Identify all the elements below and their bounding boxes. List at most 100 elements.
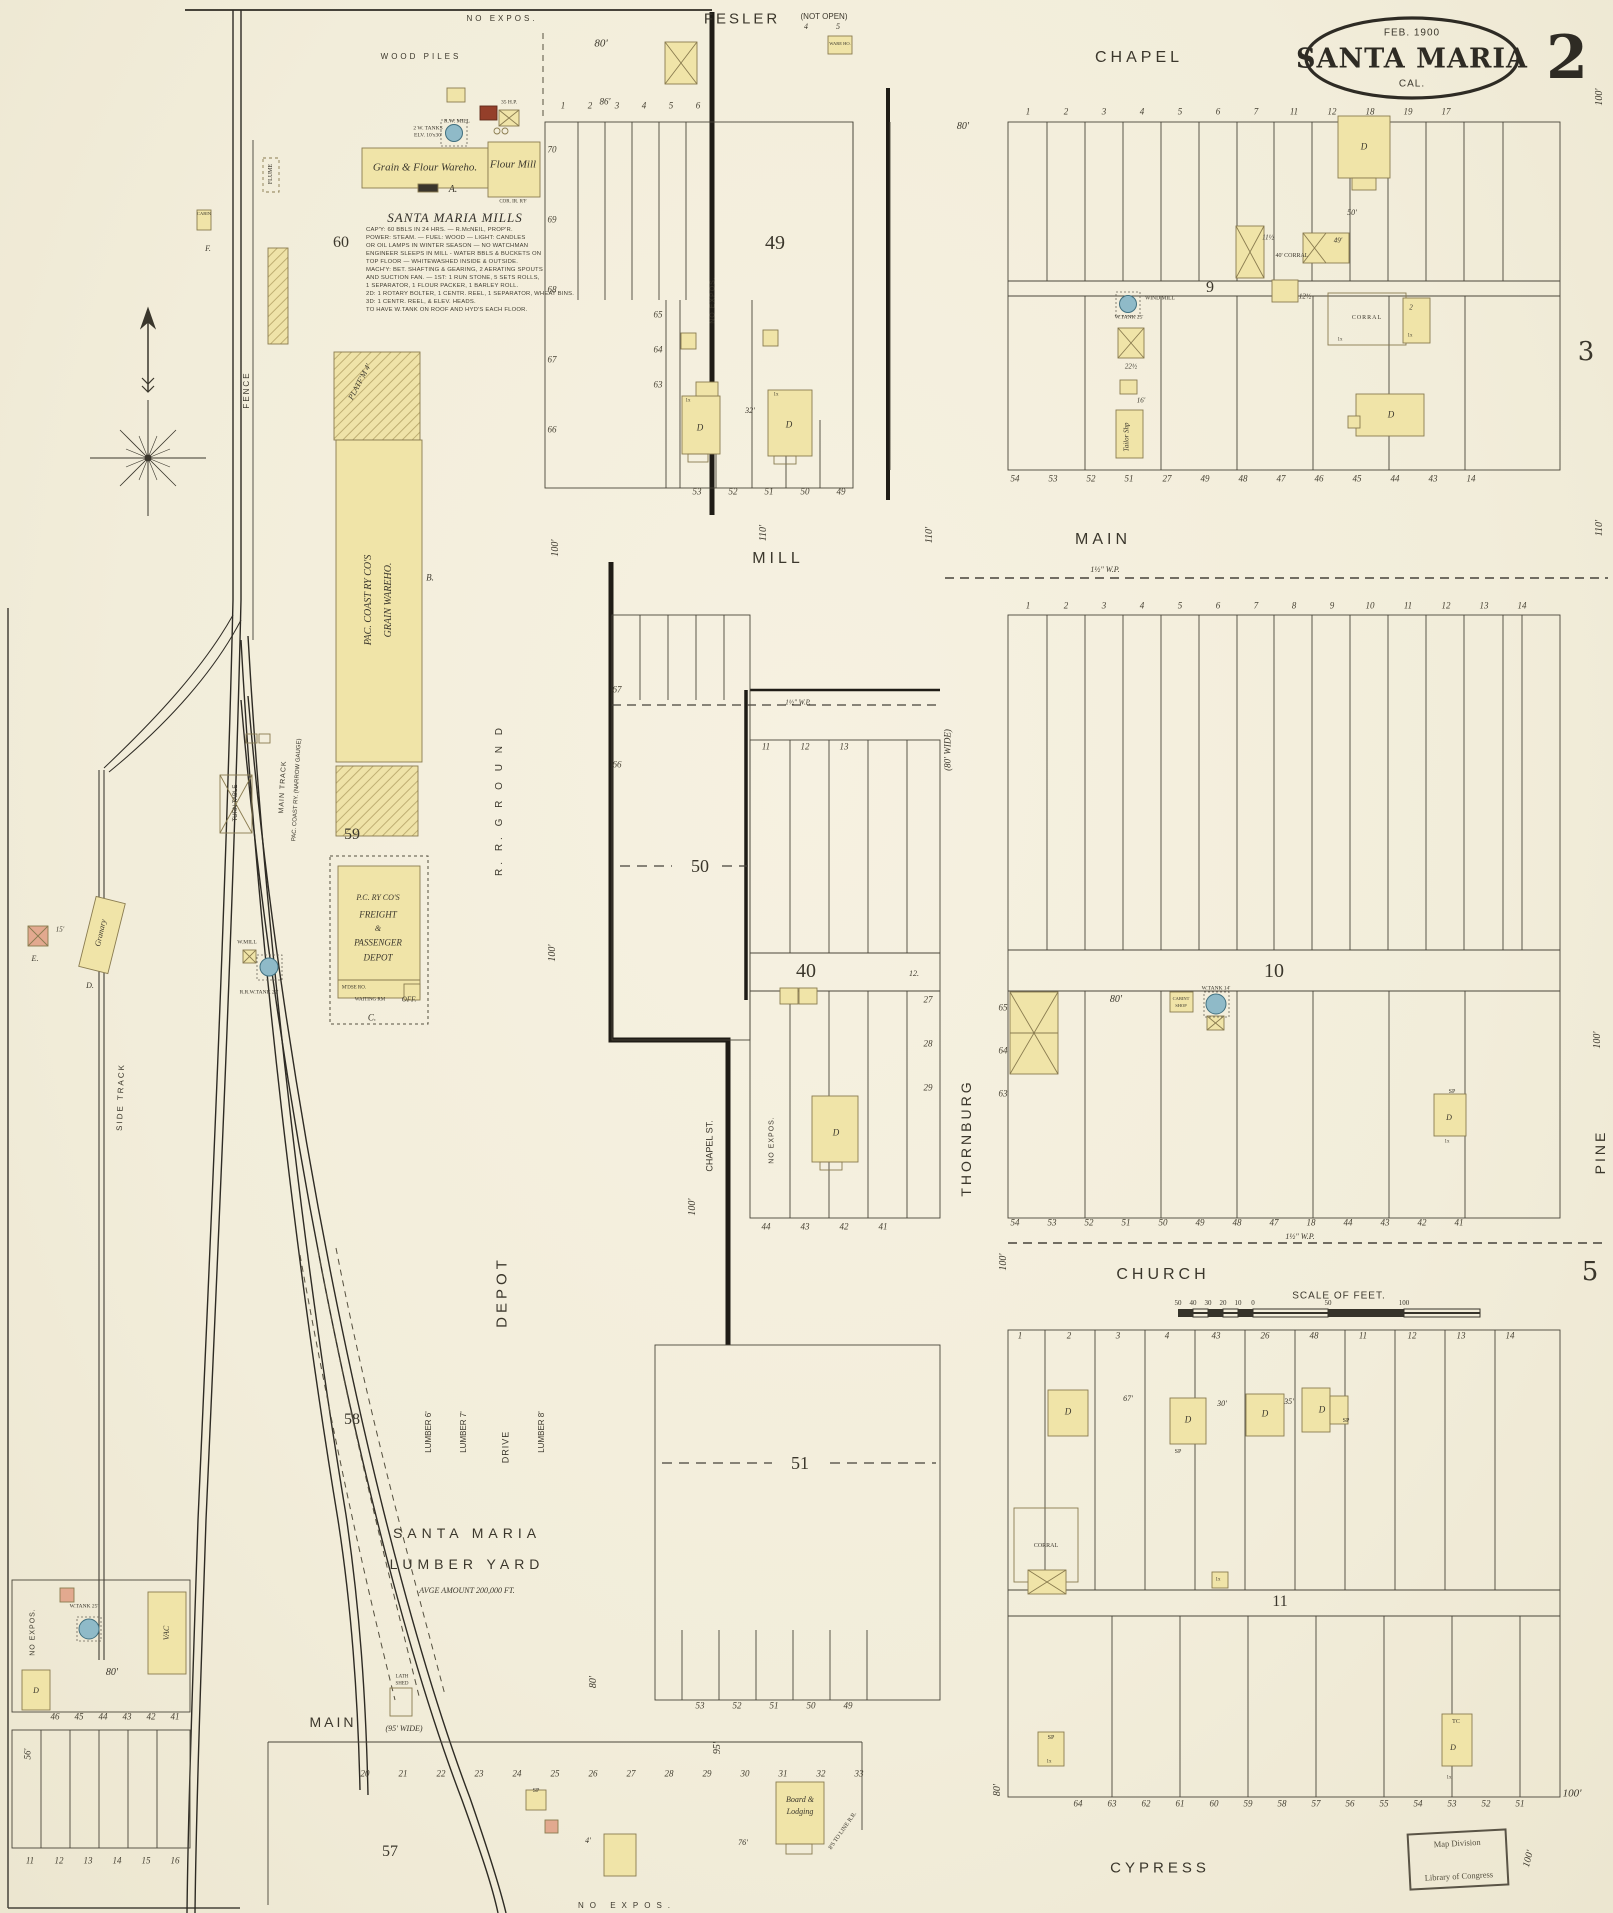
dim-80-fesler: 80': [594, 37, 608, 50]
flour-mill: Flour Mill: [489, 158, 537, 171]
dim-110-main: 110': [924, 526, 935, 544]
mills-description-line: TOP FLOOR — WHITEWASHED INSIDE & OUTSIDE…: [366, 259, 519, 265]
wtank-25-right: W.TANK 25': [1114, 314, 1144, 321]
lot-number-chapel-bottom: 53: [1048, 473, 1058, 484]
lot-number-lumber-south: 27: [626, 1768, 636, 1779]
cabinet-shop-shape: [1169, 991, 1194, 1013]
margin-number-5: 5: [1581, 1257, 1599, 1287]
lot-number-chapel-bottom: 52: [1086, 473, 1096, 484]
hp-35: 35 H.P.: [500, 99, 518, 106]
thornburg-width: (80' WIDE): [942, 729, 953, 771]
dwelling-chapel: D: [1360, 141, 1368, 152]
lot-number-block40-right: 28: [923, 1038, 933, 1049]
lot-number-chapel-top: 6: [1215, 106, 1221, 117]
boiler-shape: [417, 183, 439, 193]
lot-number-chapel-bottom: 48: [1238, 473, 1248, 484]
lot-number-chapel-top: 7: [1253, 106, 1259, 117]
chapel-dwelling-shape: [1337, 115, 1391, 179]
office: OFF.: [401, 995, 417, 1004]
lot-number-block49-bottom: 53: [692, 486, 702, 497]
scale-title: SCALE OF FEET.: [1292, 1290, 1386, 1302]
dim-11h: 11½: [1262, 233, 1274, 242]
lot-number-church-bottom: 58: [1277, 1798, 1287, 1809]
tailor-shop: Tailor Shp: [1122, 422, 1131, 452]
wp-church: 1½" W.P.: [1285, 1232, 1315, 1241]
lot-number-chapel-bottom: 46: [1314, 473, 1324, 484]
lot-number-block40-bottom: 44: [761, 1221, 771, 1232]
lot-number-block40-bottom: 41: [878, 1221, 888, 1232]
lot-number-chapel-bottom: 51: [1124, 473, 1134, 484]
dim-100-mill: 100': [550, 539, 561, 557]
lot-number-main-top: 7: [1253, 600, 1259, 611]
dim-100-r3: 100': [1592, 1031, 1603, 1049]
depot-5: DEPOT: [363, 952, 393, 963]
lot-number-bottomleft-lower: 16: [170, 1855, 180, 1866]
lot-number-bottomleft-lower: 11: [25, 1855, 35, 1866]
lot-number-block49-left: 68: [547, 284, 557, 295]
vac-building-shape: [147, 1591, 187, 1675]
no-expos-bottomleft: NO EXPOS.: [29, 1608, 37, 1656]
hatched-platforms: [267, 247, 421, 837]
lot-number-main-block-left: 63: [998, 1088, 1008, 1099]
lot-12-strip: 12.: [909, 969, 919, 978]
fence: FENCE: [242, 371, 251, 409]
lot-number-main-block-left: 64: [998, 1045, 1008, 1056]
lot-number-church-bottom: 55: [1379, 1798, 1389, 1809]
dim-80-chapel: 80': [956, 121, 970, 132]
bldg-e-dot: E.: [31, 954, 39, 963]
lot-number-block49-left: 67: [547, 354, 557, 365]
grain-flour-warehouse-shape: [361, 147, 489, 189]
mills-description-line: TO HAVE W.TANK ON ROOF AND HYD'S EACH FL…: [366, 307, 528, 313]
lot-number-block49-top: 2: [587, 100, 593, 111]
dim-100-c2: 100': [687, 1198, 698, 1216]
lot-number-church-top: 11: [1358, 1330, 1368, 1341]
water-tank-25: [78, 1618, 100, 1640]
lumber-yard-tracks: [299, 33, 544, 1701]
lot-number-block40-top: 12: [800, 741, 810, 752]
scale-tick: 10: [1234, 1299, 1242, 1307]
lot-number-church-bottom: 53: [1447, 1798, 1457, 1809]
lot-number-block49-top: 4: [641, 100, 647, 111]
thornburg-street: THORNBURG: [958, 1079, 974, 1197]
block-11: 11: [1272, 1593, 1288, 1610]
cor-ir-rf: COR. IR. R'F: [499, 199, 527, 205]
mills-description-line: 1 SEPARATOR, 1 FLOUR PACKER, 1 BARLEY RO…: [366, 283, 519, 289]
lot-number-chapel-bottom: 27: [1162, 473, 1172, 484]
lot-number-chapel-bottom: 54: [1010, 473, 1020, 484]
lot-number-chapel-bottom: 44: [1390, 473, 1400, 484]
lot-number-block40-right: 27: [923, 994, 933, 1005]
lot-number-main-top: 1: [1025, 600, 1031, 611]
lot-number-lumber-south: 25: [550, 1768, 560, 1779]
lot-number-main-bottom: 42: [1417, 1217, 1427, 1228]
wtank-14: W.TANK 14': [1201, 985, 1231, 992]
mark-1x-a: 1x: [685, 398, 691, 404]
lot-number-church-top: 3: [1115, 1330, 1121, 1341]
no-expos-top: NO EXPOS.: [466, 14, 538, 23]
grain-flour-wareho: Grain & Flour Wareho.: [372, 161, 478, 174]
bldg-d-dot: D.: [86, 981, 94, 990]
sp-lumber: SP: [532, 1788, 540, 1794]
dim-16: 16': [1136, 396, 1146, 405]
lumber-6: LUMBER 6': [424, 1411, 433, 1453]
north-arrow: [139, 306, 157, 393]
lot-number-main-top: 11: [1403, 600, 1413, 611]
corral-right: CORRAL: [1351, 315, 1383, 321]
lot-number-block51-bottom: 53: [695, 1700, 705, 1711]
dim-100-r1: 100': [1594, 88, 1605, 106]
mills-description-line: MACH'Y: BET. SHAFTING & GEARING, 2 AERAT…: [366, 267, 543, 273]
library-stamp: Map Division Library of Congress: [1406, 1828, 1510, 1891]
lot-number-church-bottom: 52: [1481, 1798, 1491, 1809]
board-lodging-shape: [775, 1781, 825, 1845]
lot-number-chapel-bottom: 47: [1276, 473, 1286, 484]
lot-number-church-top: 12: [1407, 1330, 1417, 1341]
church-d1: D: [1064, 1406, 1072, 1417]
scale-tick: 50: [1174, 1299, 1182, 1307]
lot-number-lumber-south: 22: [436, 1768, 446, 1779]
title-date: FEB. 1900: [1383, 27, 1441, 39]
lot-number-bottomleft-upper: 45: [74, 1711, 84, 1722]
no-expos-block49: NO EXPOS.: [709, 276, 717, 324]
lot-number-main-top: 6: [1215, 600, 1221, 611]
sp-low: SP: [1047, 1735, 1055, 1741]
lot-number-church-bottom: 54: [1413, 1798, 1423, 1809]
